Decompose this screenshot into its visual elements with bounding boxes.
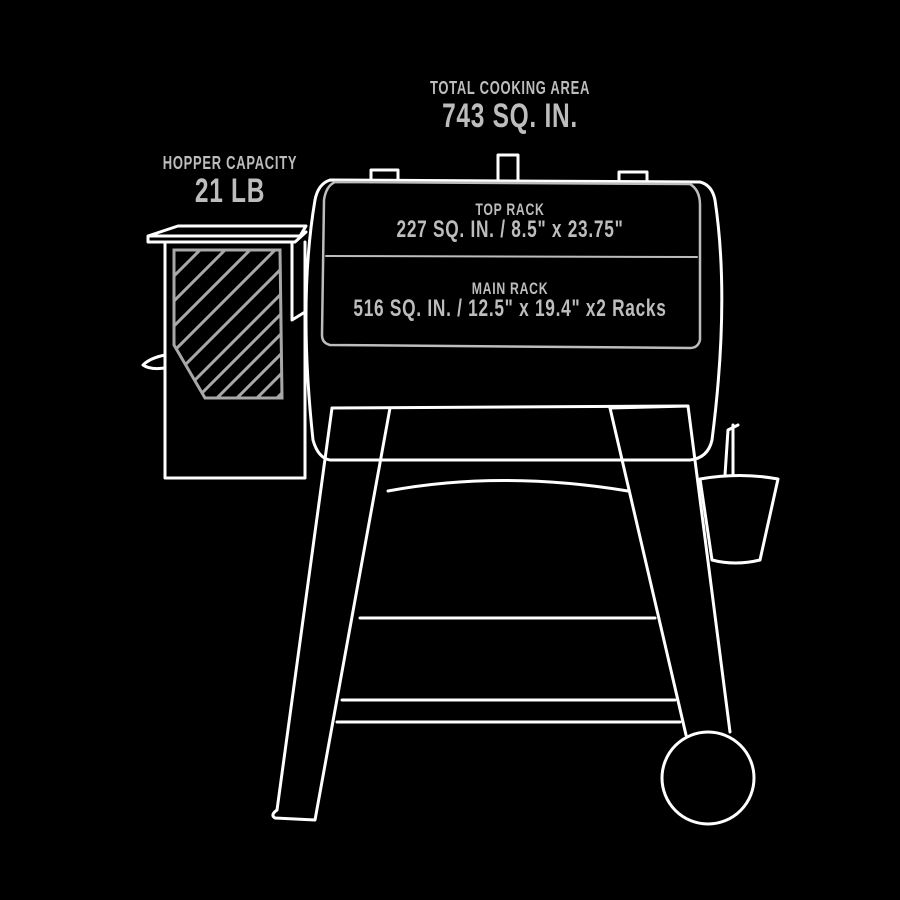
main-rack-label: MAIN RACK xyxy=(471,279,549,298)
total-cooking-area-label: TOTAL COOKING AREA xyxy=(429,78,591,98)
lid-handle-left xyxy=(369,168,400,184)
leg-right-inner xyxy=(608,406,688,737)
bucket-hook xyxy=(723,423,740,477)
lid-handle-right xyxy=(617,170,649,184)
leg-left xyxy=(271,406,392,822)
leg-right xyxy=(608,404,732,734)
top-rack-value: 227 SQ. IN. / 8.5" x 23.75" xyxy=(396,216,624,243)
hopper-hatch xyxy=(174,250,282,398)
rack-divider xyxy=(325,255,698,258)
hopper-bracket xyxy=(290,240,307,322)
hopper-box xyxy=(163,240,307,480)
hopper-handle xyxy=(141,353,167,371)
bucket xyxy=(698,474,780,565)
main-rack-value: 516 SQ. IN. / 12.5" x 19.4" x2 Racks xyxy=(353,295,667,322)
total-cooking-area-value: 743 SQ. IN. xyxy=(442,97,578,135)
hopper-capacity-label: HOPPER CAPACITY xyxy=(162,153,298,173)
wheel xyxy=(660,730,756,826)
hopper-window xyxy=(172,248,284,400)
lid-handle-center xyxy=(496,153,520,182)
grill-barrel xyxy=(304,178,724,462)
top-rack-label: TOP RACK xyxy=(475,200,545,219)
hopper-capacity-value: 21 LB xyxy=(194,172,266,210)
hood-panel xyxy=(320,180,702,350)
frame-brace-curve xyxy=(386,479,630,493)
hopper-lid xyxy=(146,224,308,244)
